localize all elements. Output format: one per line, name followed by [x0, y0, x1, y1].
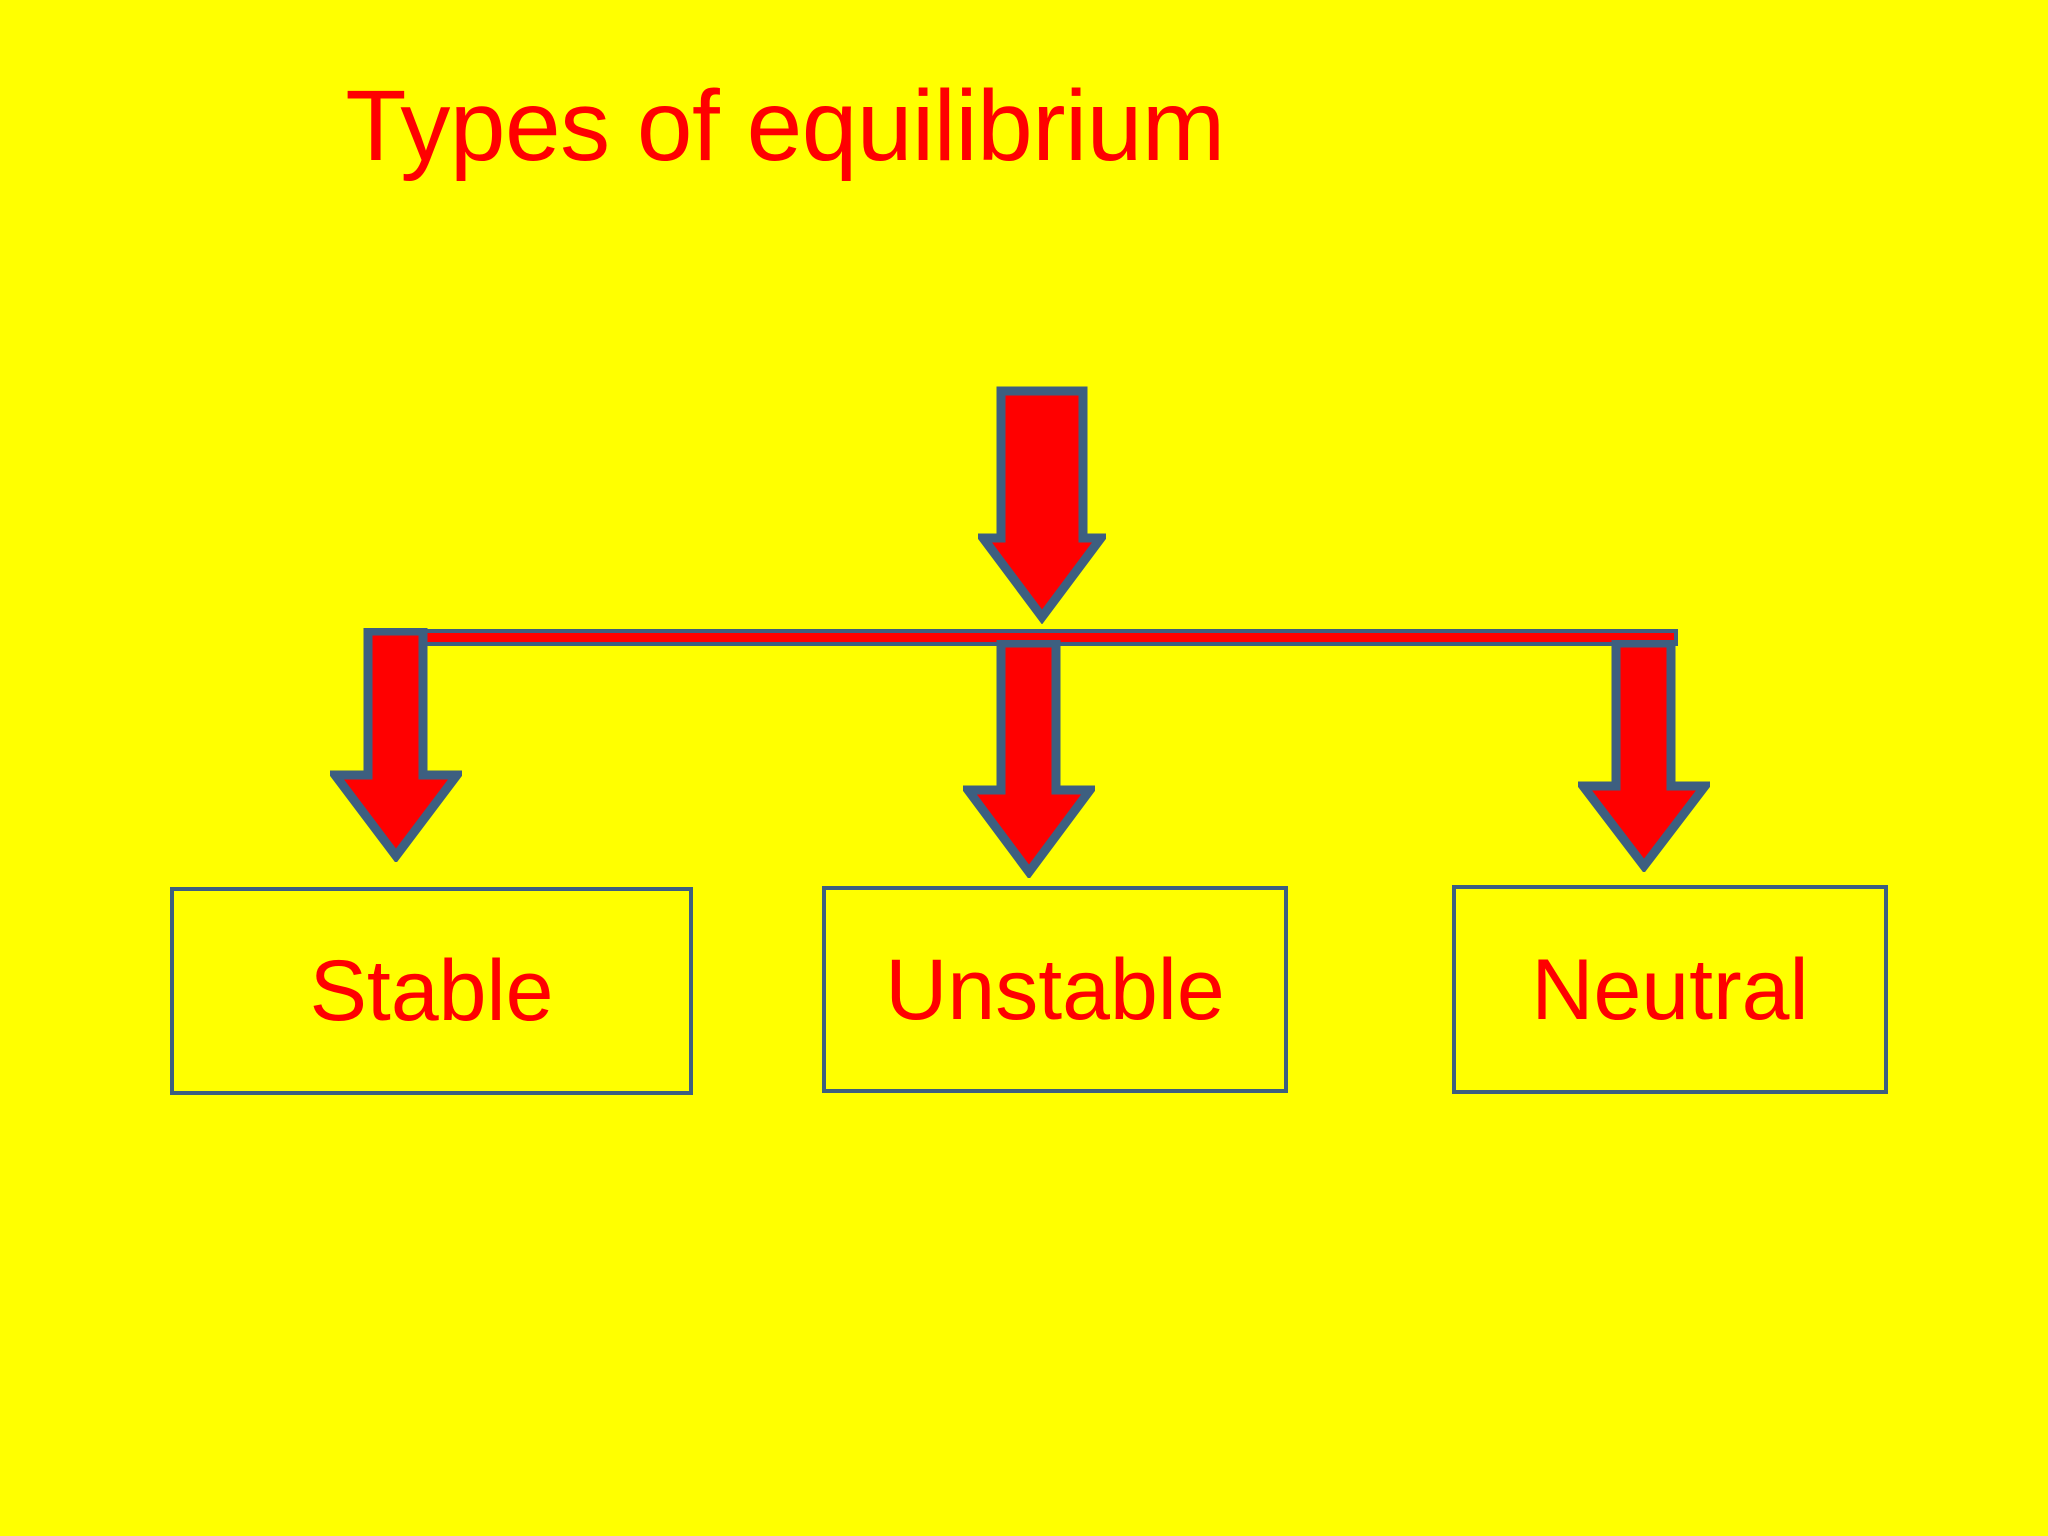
outcome-box-neutral[interactable]: Neutral — [1452, 885, 1888, 1094]
branch-arrow-neutral — [1578, 640, 1710, 872]
outcome-box-unstable-label: Unstable — [885, 941, 1225, 1038]
branch-arrow-stable — [330, 628, 462, 862]
outcome-box-stable[interactable]: Stable — [170, 887, 693, 1095]
outcome-box-stable-label: Stable — [309, 943, 554, 1039]
branch-arrow-unstable — [963, 640, 1095, 878]
outcome-box-unstable[interactable]: Unstable — [822, 886, 1288, 1093]
input-arrow — [978, 386, 1106, 624]
outcome-box-neutral-label: Neutral — [1531, 941, 1809, 1038]
page-title: Types of equilibrium — [345, 70, 1225, 182]
